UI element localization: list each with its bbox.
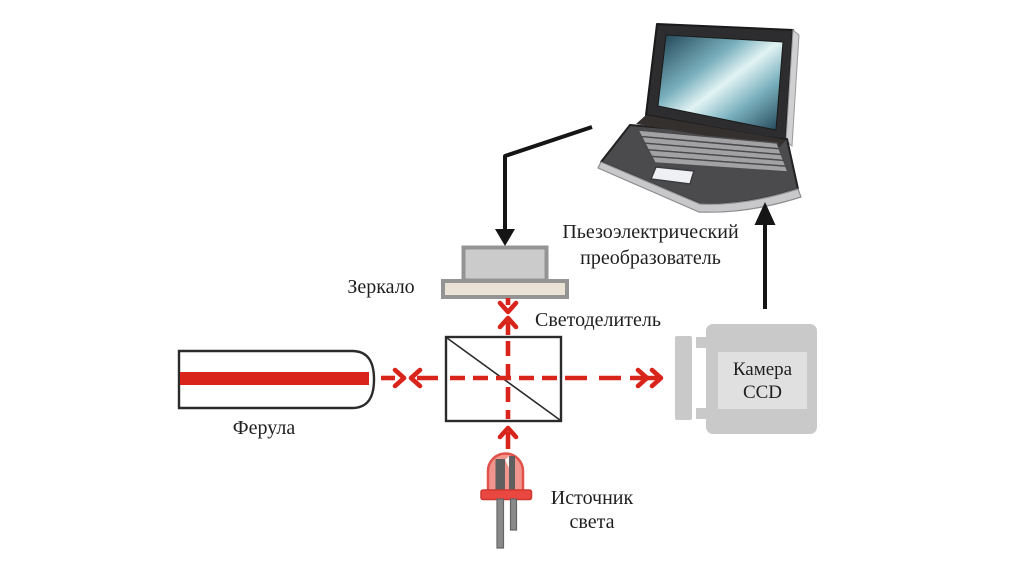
mirror-shape (441, 279, 569, 299)
led-flange (480, 489, 533, 501)
beam-ferrule-splitter (381, 367, 438, 389)
led-anvil (495, 459, 505, 490)
laptop-screen (657, 34, 784, 131)
label-ccd-camera: Камера CCD (707, 358, 818, 404)
label-mirror: Зеркало (347, 276, 415, 298)
ccd-camera-shape (675, 324, 817, 434)
ferrule-shape (177, 349, 376, 410)
beam-splitter-camera (565, 367, 664, 389)
camera-lens-bar (675, 336, 692, 420)
label-beam-splitter: Светоделитель (535, 309, 661, 331)
laptop-icon (597, 23, 802, 213)
laptop-front-rim (597, 161, 802, 213)
camera-label-plate (718, 352, 807, 409)
led-dome (486, 452, 525, 493)
laptop-keyboard (636, 129, 790, 173)
beam-source-splitter (497, 425, 519, 449)
led-post (509, 456, 515, 490)
label-piezo-line1: Пьезоэлектрический (562, 221, 739, 243)
led-light-source-icon (480, 452, 533, 549)
label-ferrule: Ферула (232, 417, 296, 439)
beam-splitter-shape (444, 335, 563, 423)
label-light-source: Источник света (522, 486, 662, 534)
label-source-line2: света (569, 511, 615, 533)
label-camera-line1: Камера (732, 359, 793, 380)
led-leg-long (496, 498, 505, 549)
arrow-laptop-to-piezo (495, 125, 593, 246)
ferrule-fiber-core (180, 372, 369, 385)
label-piezo-line2: преобразователь (580, 247, 721, 269)
arrow-camera-to-laptop (754, 202, 776, 309)
beam-mirror-splitter (497, 298, 519, 335)
laptop-touchpad (649, 166, 695, 185)
label-piezo-transducer: Пьезоэлектрический преобразователь (528, 219, 773, 271)
led-leg-short (509, 498, 518, 531)
laptop-lid-edge (785, 28, 800, 148)
label-camera-line2: CCD (742, 382, 783, 403)
label-source-line1: Источник (550, 487, 634, 509)
